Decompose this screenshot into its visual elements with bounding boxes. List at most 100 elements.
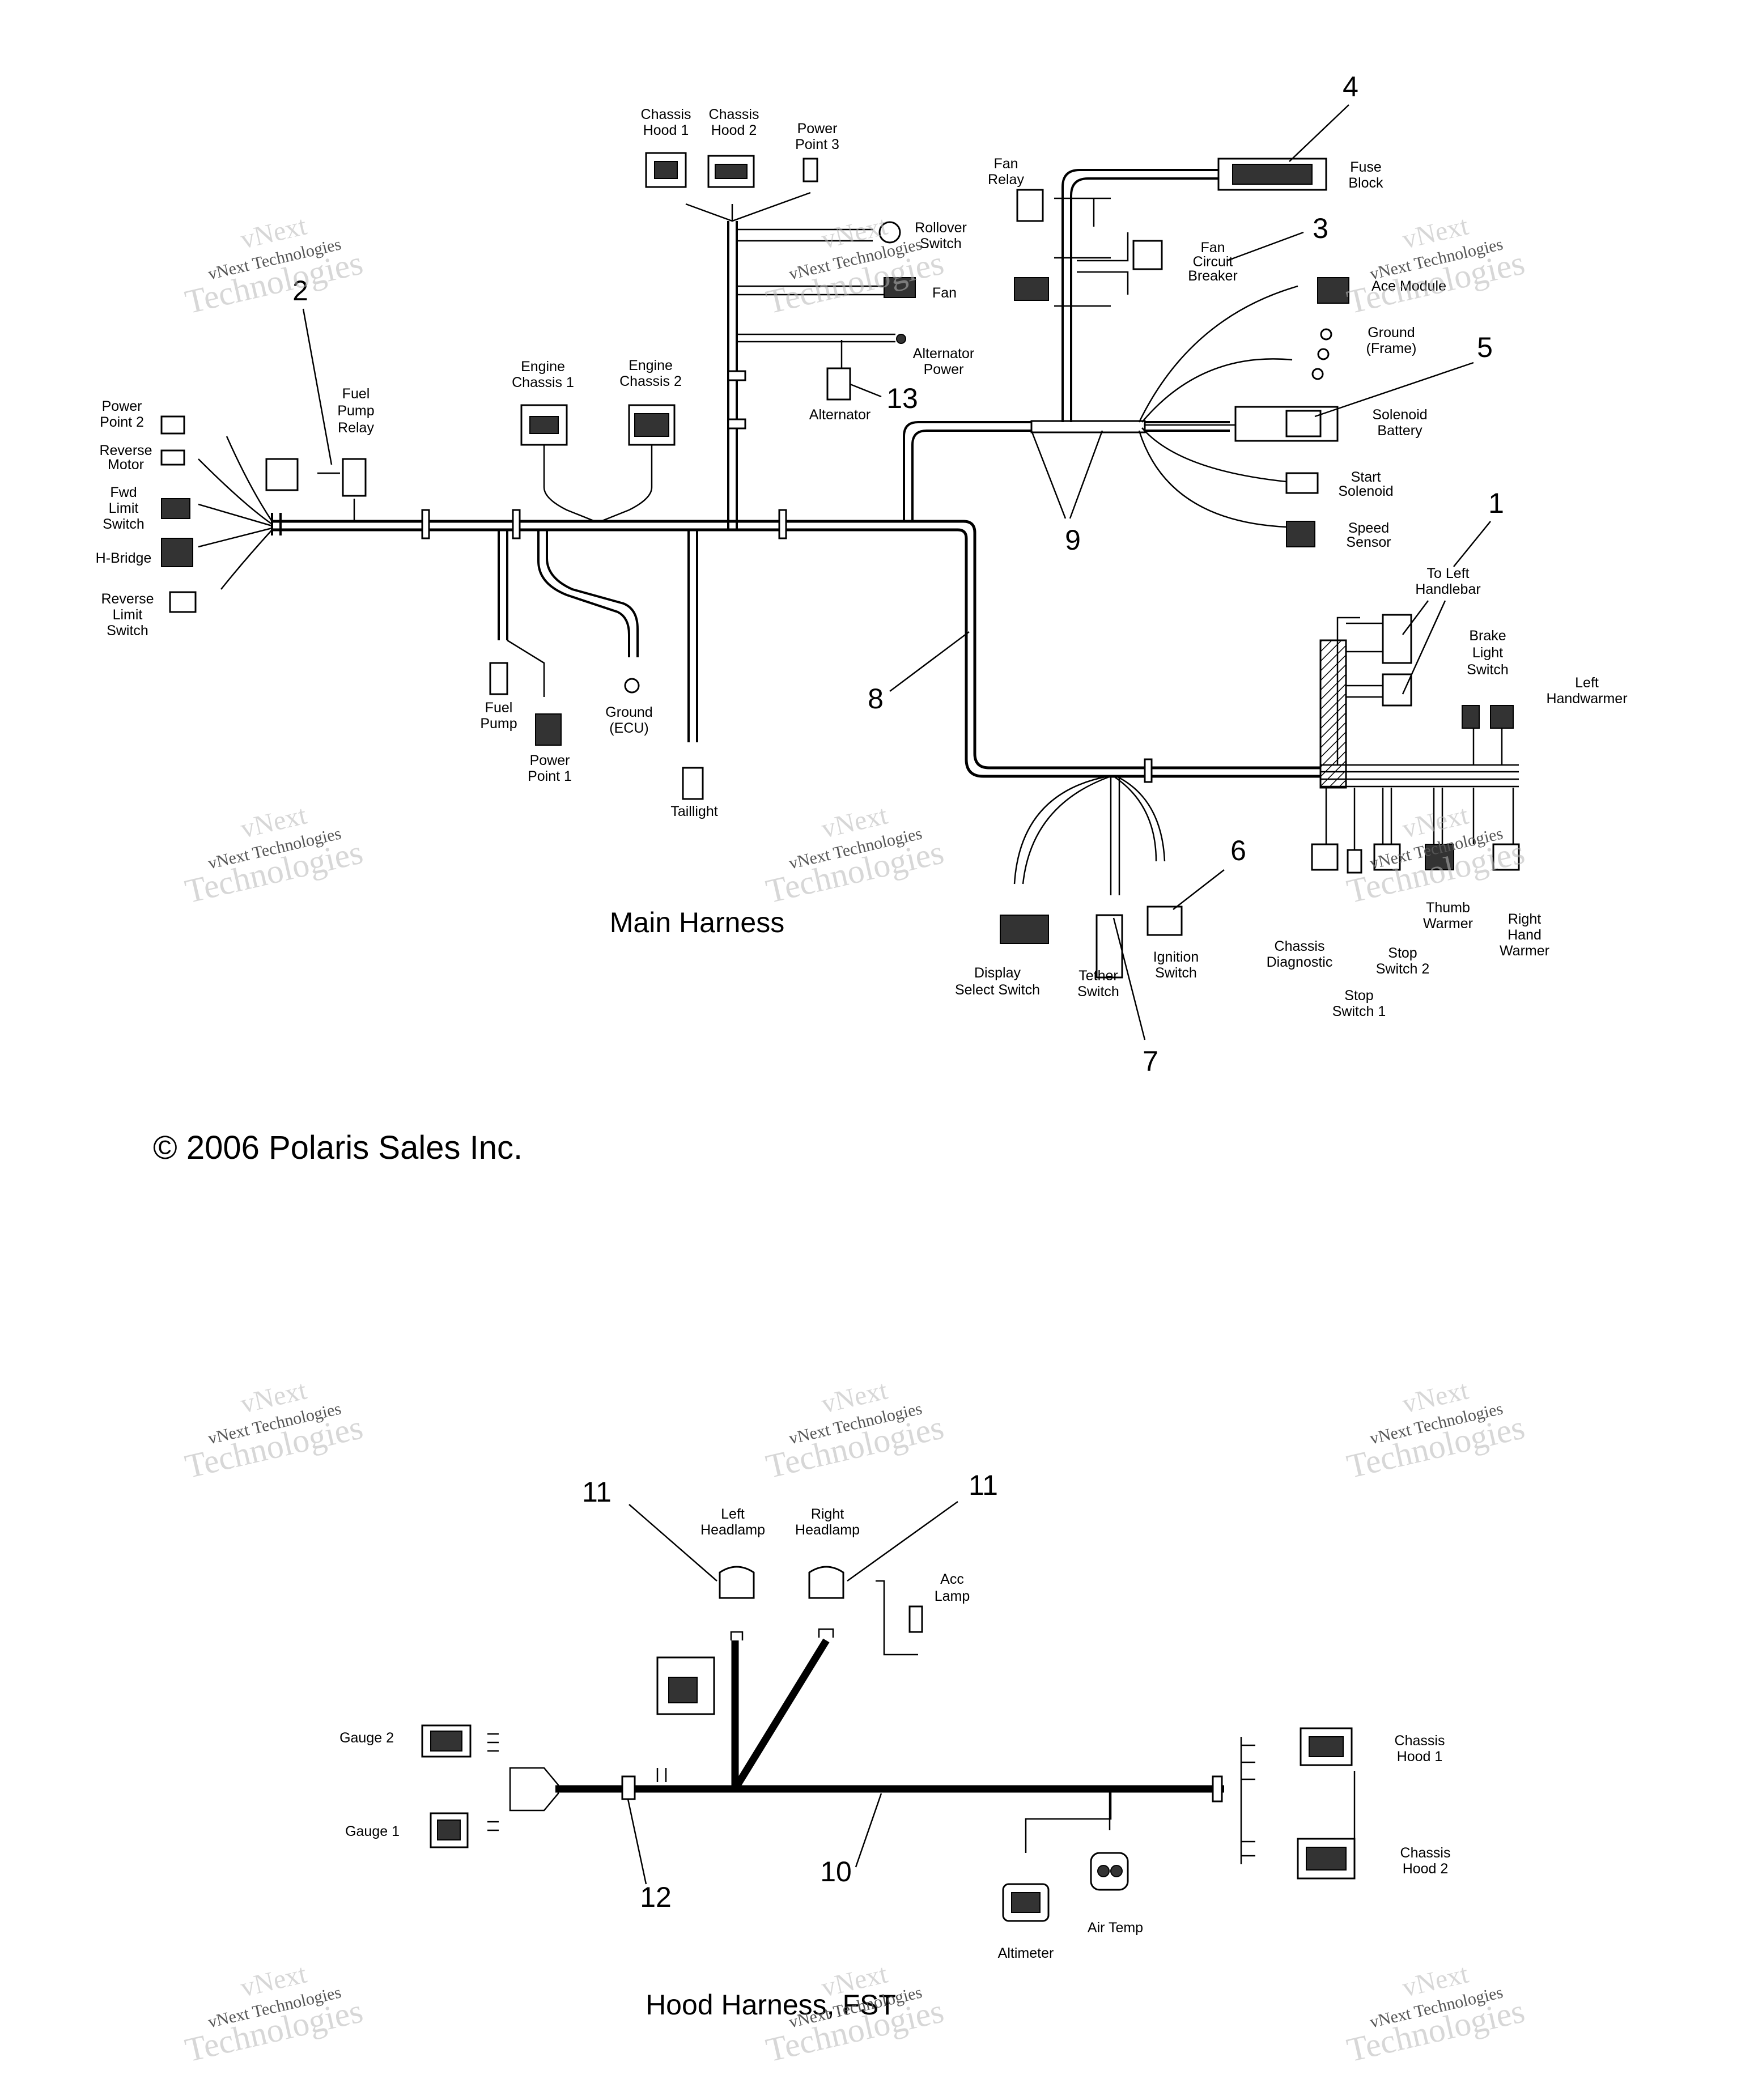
watermark: vNext vNext Technologies Technologies <box>1343 1958 1528 2069</box>
brake-light-switch-connector <box>1462 705 1480 729</box>
stop-switch-1-connector <box>1347 849 1362 874</box>
hood-harness-title: Hood Harness, FST <box>646 1989 896 2021</box>
to-left-handlebar-connector <box>1382 614 1412 664</box>
callout-7: 7 <box>1143 1045 1158 1077</box>
callout-12: 12 <box>640 1881 672 1913</box>
watermark: vNext vNext Technologies Technologies <box>1343 210 1528 321</box>
reverse-motor-connector <box>160 449 185 466</box>
watermark: vNext vNext Technologies Technologies <box>1343 800 1528 910</box>
power-point-1-connector <box>535 713 562 746</box>
label-gauge-1: Gauge 1 <box>345 1823 400 1839</box>
callout-2: 2 <box>292 275 308 307</box>
fan-relay-connector <box>1016 189 1044 222</box>
copyright: © 2006 Polaris Sales Inc. <box>153 1129 523 1166</box>
watermark: vNext vNext Technologies Technologies <box>762 1375 947 1485</box>
fan-connector <box>884 277 916 298</box>
fan-circuit-breaker <box>1132 240 1163 270</box>
label-altimeter: Altimeter <box>998 1945 1054 1961</box>
right-headlamp-connector <box>808 1566 844 1599</box>
label-ace-module: Ace Module <box>1371 278 1446 294</box>
watermark: vNext vNext Technologies Technologies <box>181 210 366 321</box>
acc-lamp-connector <box>908 1605 923 1633</box>
callout-4: 4 <box>1343 71 1358 103</box>
tether-switch-connector <box>1095 914 1123 979</box>
h-bridge-connector <box>161 538 193 567</box>
callout-3: 3 <box>1313 212 1328 244</box>
callout-8: 8 <box>868 683 884 715</box>
watermark: vNext vNext Technologies Technologies <box>181 800 366 910</box>
left-handwarmer-connector <box>1490 705 1514 729</box>
taillight-connector <box>682 767 704 800</box>
fuel-pump-relay-connector <box>342 458 367 497</box>
watermark: vNext vNext Technologies Technologies <box>1343 1375 1528 1485</box>
thumb-warmer-connector <box>1425 844 1454 870</box>
fan-breaker-connector <box>1014 277 1049 301</box>
label-gauge-2: Gauge 2 <box>339 1730 394 1746</box>
main-harness-connectors <box>160 152 1520 979</box>
display-select-switch-connector <box>1000 915 1049 944</box>
reverse-limit-switch-connector <box>169 591 197 613</box>
callout-11-left: 11 <box>582 1476 612 1508</box>
callout-5: 5 <box>1477 331 1493 363</box>
hood-harness-wiring <box>487 1580 1356 1885</box>
main-harness-callouts: 4 3 5 13 2 9 1 8 6 7 Main Harness <box>292 71 1504 1077</box>
hood-harness-connectors <box>421 1566 1356 1922</box>
watermark: vNext vNext Technologies Technologies <box>181 1958 366 2069</box>
label-fan: Fan <box>932 285 957 301</box>
alternator-connector <box>826 367 851 401</box>
callout-11-right: 11 <box>969 1469 998 1501</box>
chassis-diagnostic-connector <box>1311 843 1339 871</box>
solenoid-battery-connector <box>1285 410 1322 437</box>
watermark: vNext vNext Technologies Technologies <box>762 800 947 910</box>
fuel-pump-connector <box>489 662 508 695</box>
fwd-limit-switch-connector <box>161 498 190 519</box>
start-solenoid-connector <box>1285 472 1319 494</box>
ace-module-connector <box>1317 277 1349 304</box>
callout-10: 10 <box>820 1856 852 1888</box>
callout-9: 9 <box>1065 524 1081 556</box>
ignition-switch-connector <box>1146 906 1183 936</box>
callout-1: 1 <box>1488 487 1504 519</box>
callout-13: 13 <box>886 382 918 414</box>
alternator-power-connector <box>896 334 906 344</box>
right-hand-warmer-connector <box>1492 843 1520 871</box>
label-h-bridge: H-Bridge <box>96 550 152 566</box>
label-taillight: Taillight <box>670 804 717 819</box>
label-ground-frame: Ground(Frame) <box>1366 325 1417 356</box>
label-air-temp: Air Temp <box>1088 1920 1143 1936</box>
main-harness-title: Main Harness <box>610 907 784 938</box>
stop-switch-2-connector <box>1373 843 1401 871</box>
